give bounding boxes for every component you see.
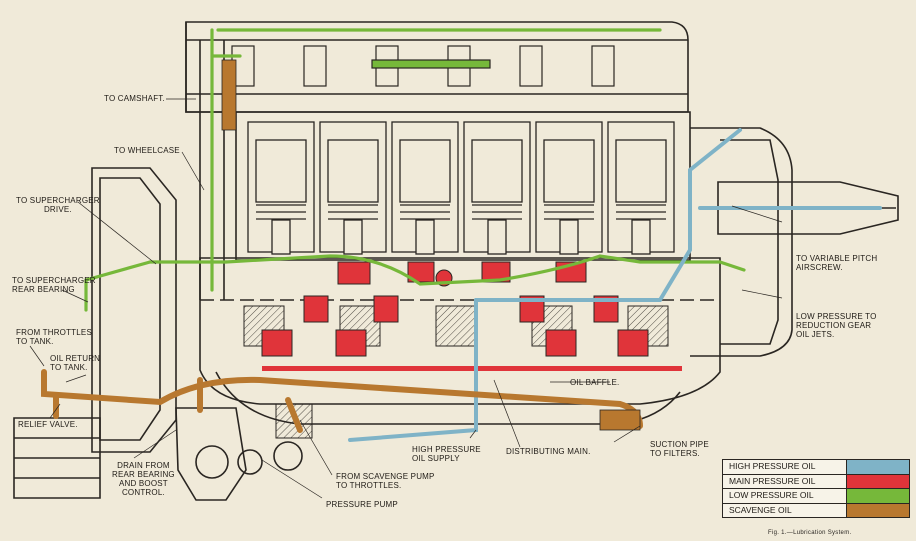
label-low-pressure-reduction: Low Pressure to Reduction Gear Oil Jets. — [796, 312, 877, 339]
legend-label: High Pressure Oil — [729, 461, 816, 471]
legend-swatch-low — [846, 489, 909, 503]
low-pressure-oil — [84, 28, 746, 312]
label-camshaft: To Camshaft. — [104, 94, 165, 103]
legend-label: Main Pressure Oil — [729, 475, 816, 486]
legend-row-scavenge: Scavenge Oil — [723, 503, 909, 517]
legend-swatch-main — [846, 474, 909, 488]
legend-swatch-high — [846, 460, 909, 474]
legend-label: Scavenge Oil — [729, 504, 792, 515]
leader-lines — [29, 98, 783, 499]
scavenge-oil — [41, 369, 643, 433]
label-relief-valve: Relief Valve. — [18, 420, 78, 429]
legend-row-low: Low Pressure Oil — [723, 489, 909, 504]
cylinders — [247, 121, 675, 255]
legend-swatch-scavenge — [846, 503, 909, 517]
label-oil-baffle: Oil Baffle. — [570, 378, 620, 387]
label-distributing-main: Distributing Main. — [506, 447, 591, 456]
label-scavenge-pump: From Scavenge Pump to Throttles. — [336, 472, 435, 490]
label-oil-return: Oil Return to Tank. — [50, 354, 101, 372]
label-supercharger-rear-bearing: To Supercharger Rear Bearing — [12, 276, 96, 294]
label-from-throttles: From Throttles to Tank. — [16, 328, 92, 346]
figure-caption: Fig. 1.—Lubrication System. — [768, 530, 852, 536]
legend: High Pressure Oil Main Pressure Oil Low … — [722, 459, 910, 518]
scavenge-fill — [221, 59, 641, 431]
legend-row-main: Main Pressure Oil — [723, 474, 909, 489]
label-variable-pitch: To Variable Pitch Airscrew. — [796, 254, 878, 272]
label-supercharger-drive: To Supercharger Drive. — [16, 196, 100, 214]
label-high-pressure-supply: High Pressure Oil Supply — [412, 445, 481, 463]
label-drain: Drain from Rear Bearing and Boost Contro… — [112, 461, 175, 497]
legend-row-high: High Pressure Oil — [723, 460, 909, 475]
label-pressure-pump: Pressure Pump — [326, 500, 398, 509]
main-pressure-oil — [261, 261, 682, 371]
label-wheelcase: To Wheelcase — [114, 146, 180, 155]
legend-label: Low Pressure Oil — [729, 490, 814, 500]
label-suction-pipe: Suction Pipe to Filters. — [650, 440, 709, 458]
valve-gear — [231, 45, 615, 87]
